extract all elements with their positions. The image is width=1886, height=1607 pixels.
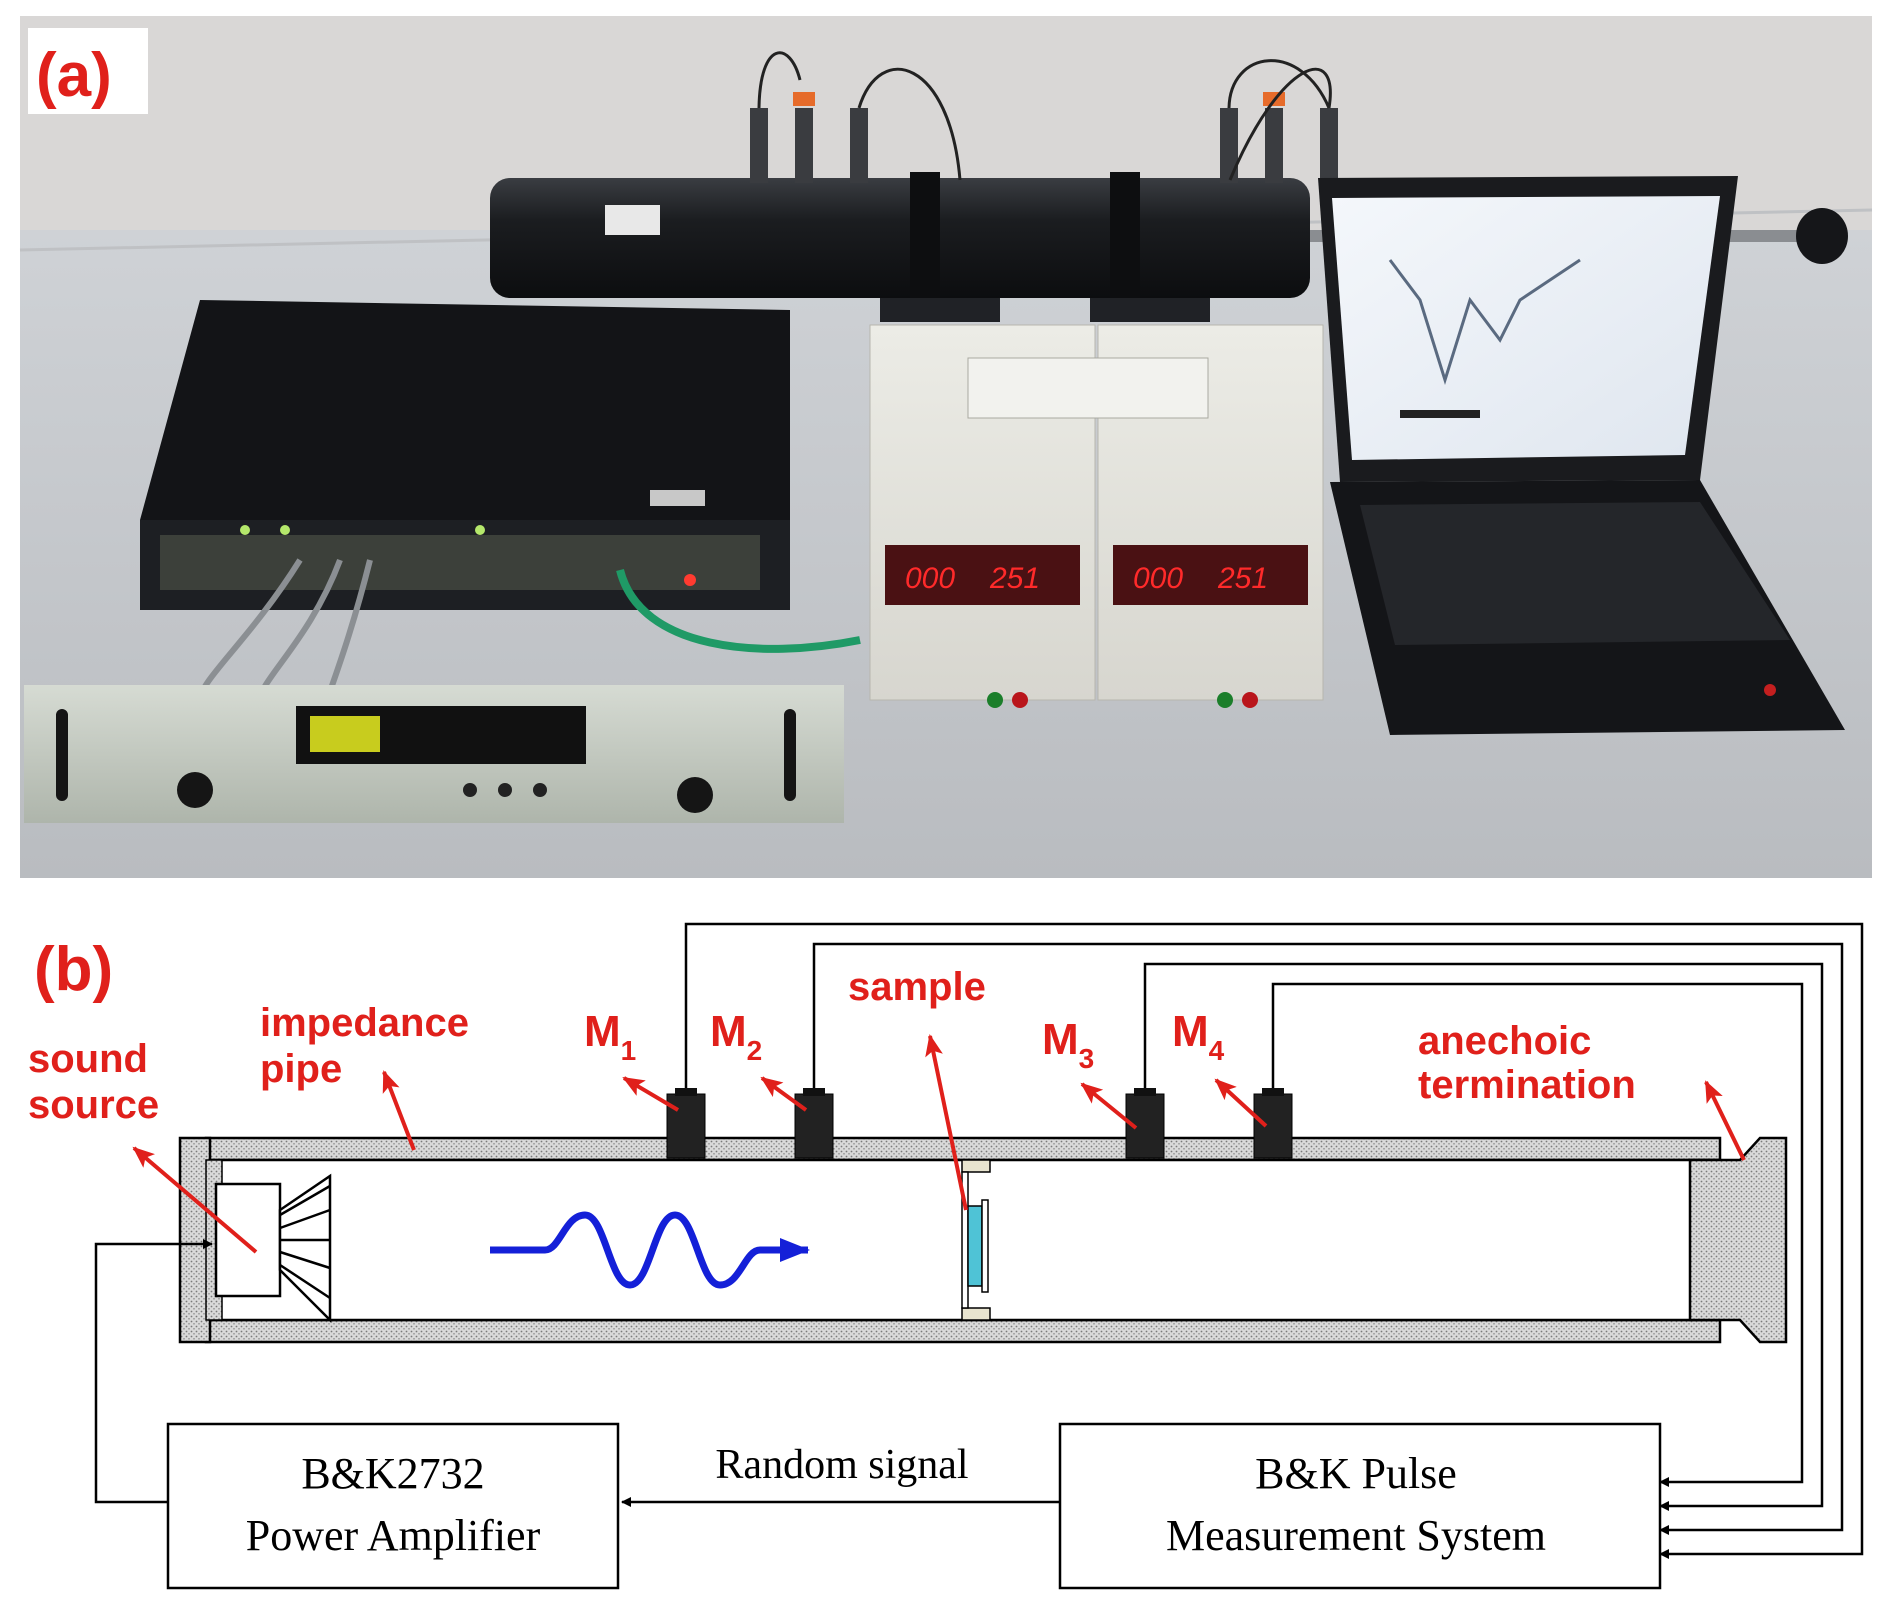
sound-source-label-1: sound — [28, 1037, 148, 1081]
impedance-pipe-arrow — [382, 1070, 416, 1151]
panel-a-photo: 000 251 000 251 (a) — [19, 16, 1873, 878]
anechoic-arrow — [1704, 1080, 1746, 1161]
sample-label: sample — [848, 965, 986, 1009]
panel-b-label: (b) — [34, 935, 113, 1004]
microphones — [666, 1088, 1293, 1159]
power-amplifier-box: B&K2732 Power Amplifier — [166, 1422, 620, 1590]
amplifier-name: Power Amplifier — [246, 1511, 541, 1560]
sound-source-label-2: source — [28, 1083, 159, 1127]
laptop-photo — [1318, 176, 1845, 735]
mic-label-4: M4 — [1172, 1007, 1225, 1066]
mic-label-1: M1 — [584, 1007, 636, 1066]
sample-holder — [961, 1159, 991, 1321]
loudspeaker — [214, 1173, 332, 1324]
pulse-line2: Measurement System — [1166, 1511, 1546, 1560]
microphone-1 — [666, 1093, 706, 1159]
sound-source-arrow — [132, 1146, 258, 1254]
pulse-frontend-photo — [140, 300, 861, 721]
amplifier-model: B&K2732 — [301, 1449, 484, 1498]
psu2-display-left: 000 — [1133, 562, 1183, 595]
pulse-measurement-box: B&K Pulse Measurement System — [1058, 1422, 1662, 1590]
anechoic-label-2: termination — [1418, 1063, 1636, 1107]
random-signal-label: Random signal — [715, 1442, 968, 1488]
mic4-arrow — [1214, 1078, 1268, 1128]
mic2-arrow — [760, 1076, 808, 1112]
microphone-2 — [794, 1093, 834, 1159]
impedance-tube-photo — [490, 51, 1848, 322]
impedance-pipe-label-1: impedance — [260, 1001, 469, 1045]
dc-power-supplies-photo: 000 251 000 251 — [869, 324, 1324, 708]
anechoic-label-1: anechoic — [1418, 1019, 1591, 1063]
mic-cables — [684, 922, 1864, 1559]
impedance-pipe-label-2: pipe — [260, 1047, 342, 1091]
psu1-display-right: 251 — [989, 562, 1040, 595]
sample-arrow — [925, 1034, 968, 1211]
psu1-display-left: 000 — [905, 562, 955, 595]
microphone-4 — [1253, 1093, 1293, 1159]
mic-label-2: M2 — [710, 1007, 762, 1066]
mic1-arrow — [622, 1076, 680, 1112]
sample — [967, 1205, 983, 1287]
panel-b-schematic: (b) — [28, 922, 1864, 1590]
pulse-line1: B&K Pulse — [1255, 1449, 1457, 1498]
anechoic-termination — [1688, 1136, 1788, 1344]
annotations: sound source impedance pipe sample anech… — [28, 965, 1636, 1127]
power-amplifier-photo — [24, 685, 844, 823]
mic3-arrow — [1080, 1082, 1138, 1130]
annotation-arrows — [132, 1034, 1746, 1254]
sound-wave — [490, 1211, 810, 1289]
mic-label-3: M3 — [1042, 1015, 1094, 1074]
microphone-3 — [1125, 1093, 1165, 1159]
psu2-display-right: 251 — [1217, 562, 1268, 595]
amplifier-to-speaker-cable — [94, 1239, 213, 1504]
panel-a-label: (a) — [36, 41, 112, 110]
